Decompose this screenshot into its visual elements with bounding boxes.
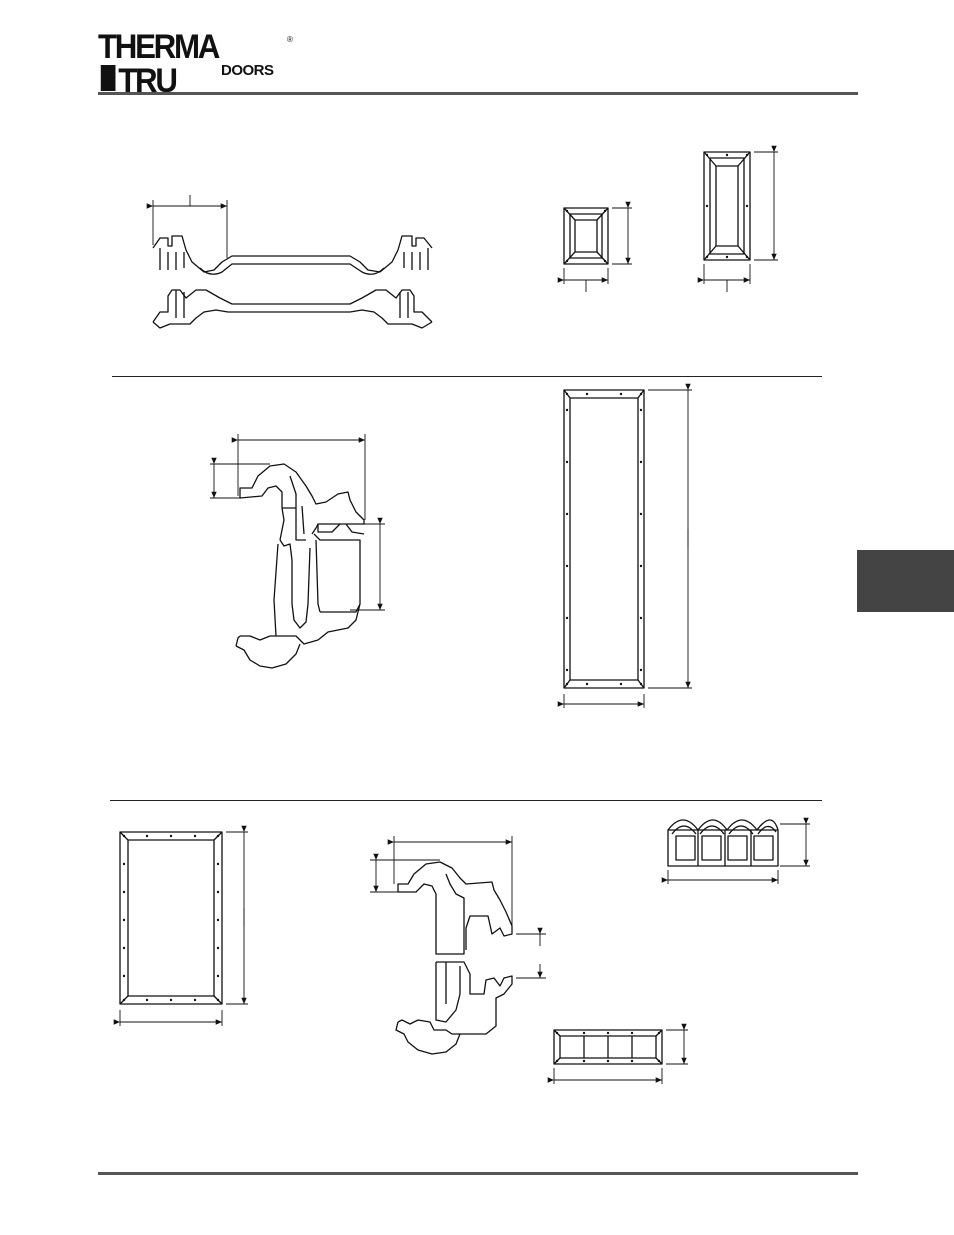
full-length-lite bbox=[564, 390, 692, 708]
frame-profile-section-middle bbox=[210, 434, 385, 668]
four-pane-transom bbox=[554, 1030, 688, 1084]
lite-frame-cross-section-top bbox=[153, 195, 432, 328]
half-lite bbox=[120, 832, 248, 1026]
small-square-lite bbox=[564, 208, 632, 292]
frame-profile-section-bottom bbox=[370, 836, 546, 1054]
narrow-tall-lite bbox=[704, 152, 778, 292]
arched-four-pane-transom bbox=[668, 820, 810, 884]
